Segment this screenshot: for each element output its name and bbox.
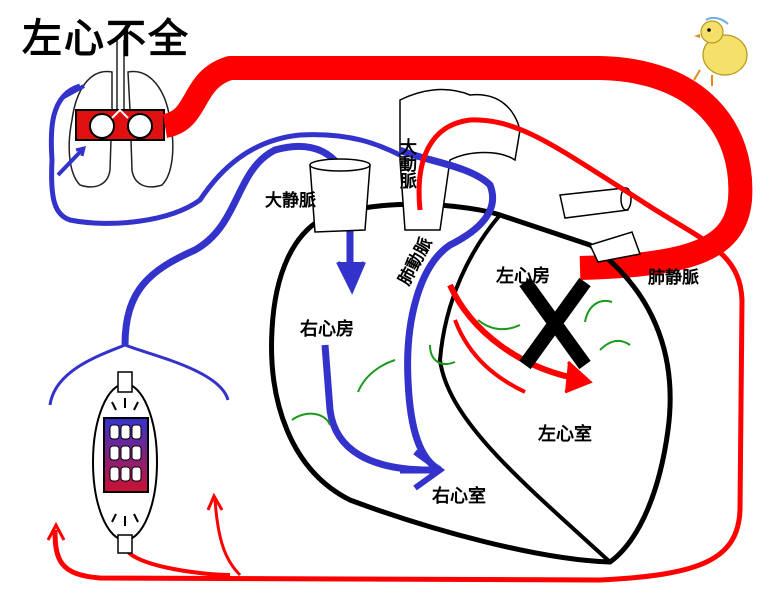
valves [291, 300, 631, 426]
pulmonary-vein-path [161, 56, 753, 280]
vena-cava-path [121, 142, 354, 346]
aorta-path [52, 117, 745, 583]
page-title: 左心不全 [22, 16, 190, 62]
label-pulmonary-vein: 肺静脈 [648, 268, 699, 288]
venous-return-lung [48, 83, 402, 226]
label-right-atrium: 右心房 [300, 319, 354, 340]
label-vena-cava: 大静脈 [265, 191, 316, 211]
body-capillary [92, 371, 158, 554]
label-aorta: 大動脈 [396, 138, 416, 189]
label-right-ventricle: 右心室 [432, 486, 486, 507]
pulmonary-artery-path [398, 146, 497, 474]
x-mark-icon [519, 277, 591, 370]
chick-icon [693, 16, 748, 86]
label-left-atrium: 左心房 [496, 266, 550, 287]
label-left-ventricle: 左心室 [538, 424, 592, 445]
great-vessels [309, 88, 642, 263]
